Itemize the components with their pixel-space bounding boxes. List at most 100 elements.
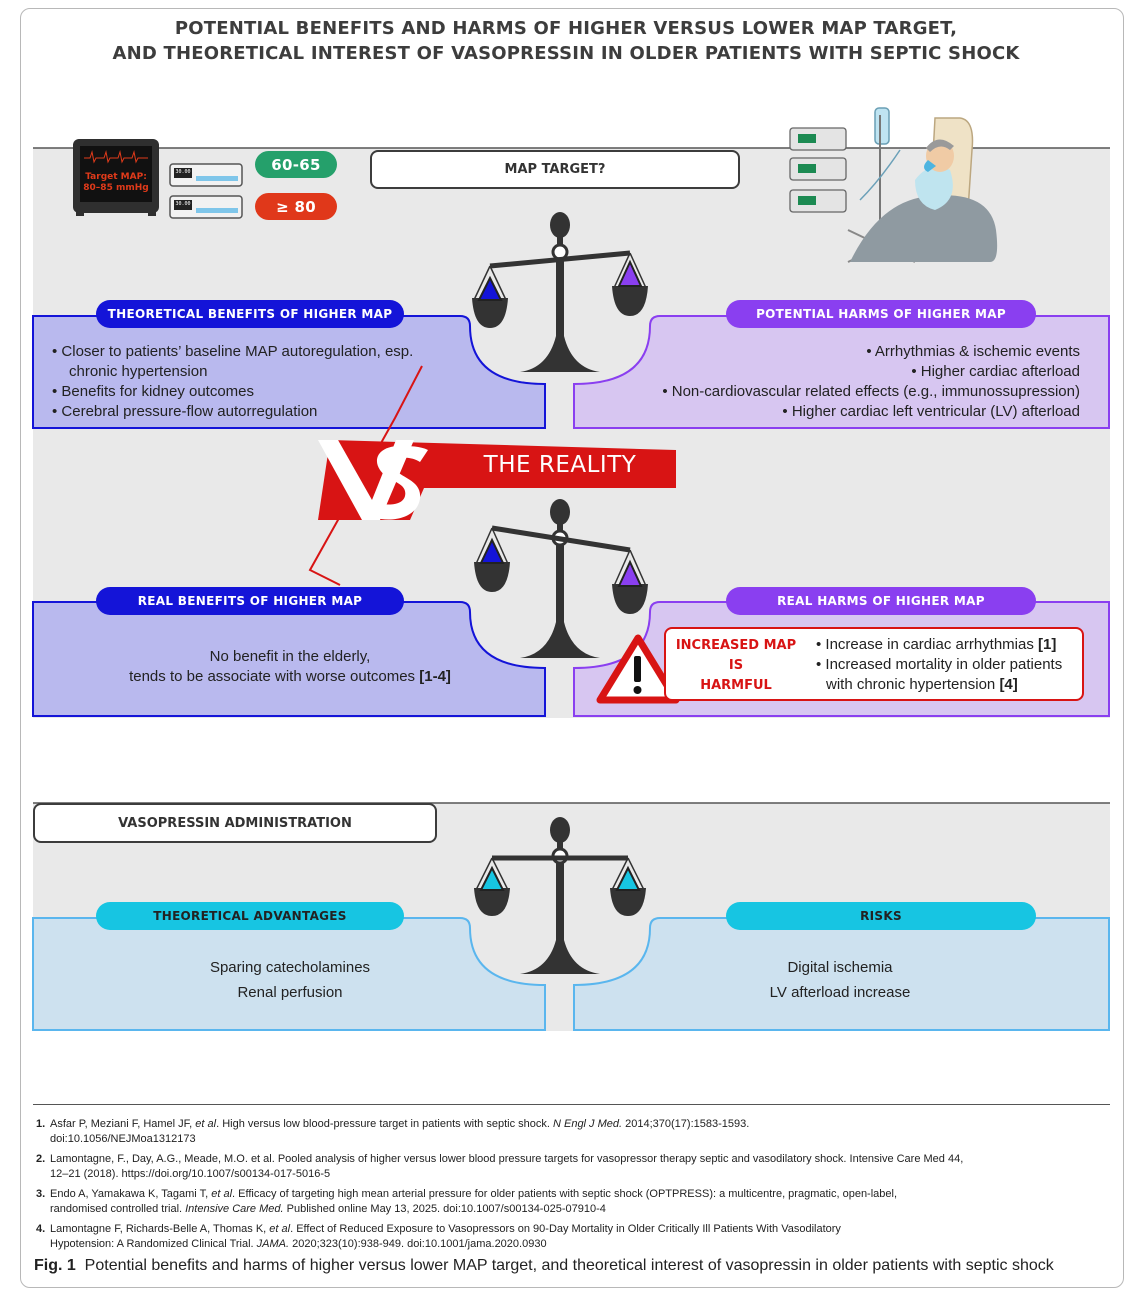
risks-header: RISKS [726, 902, 1036, 930]
harm-item-4: • Higher cardiac left ventricular (LV) a… [782, 403, 1080, 420]
risk-item-1: Digital ischemia [787, 959, 893, 976]
advantage-item-2: Renal perfusion [237, 984, 343, 1001]
potential-harms-list: • Arrhythmias & ischemic events • Higher… [600, 342, 1080, 422]
harm-item-2: • Higher cardiac afterload [911, 363, 1080, 380]
scale-tipped-reality [474, 499, 648, 658]
monitor-icon [73, 139, 159, 216]
title-line-1: POTENTIAL BENEFITS AND HARMS OF HIGHER V… [174, 18, 958, 39]
infusion-pumps-icon [169, 163, 243, 219]
warning-line-1: INCREASED MAP [675, 638, 797, 653]
target-high-badge: ≥ 80 [255, 193, 337, 220]
real-benefits-ref: [1-4] [419, 668, 451, 685]
harm-item-3-text: Non-cardiovascular related effects (e.g.… [671, 383, 1080, 400]
reference-4-journal: JAMA. [256, 1238, 290, 1250]
reference-2-doi: 12–21 (2018). https://doi.org/10.1007/s0… [50, 1168, 331, 1180]
reference-1-journal: N Engl J Med. [552, 1118, 623, 1130]
real-harms-header: REAL HARMS OF HIGHER MAP [726, 587, 1036, 615]
reference-1-authors: Asfar P, Meziani F, Hamel JF, [50, 1118, 196, 1130]
benefit-item-1: • Closer to patients’ baseline MAP autor… [52, 343, 414, 360]
harm-item-3: • Non-cardiovascular related effects (e.… [662, 383, 1080, 400]
reference-3: 3. Endo A, Yamakawa K, Tagami T, et al. … [36, 1187, 1096, 1217]
potential-harms-header: POTENTIAL HARMS OF HIGHER MAP [726, 300, 1036, 328]
target-low-badge: 60-65 [255, 151, 337, 178]
references: 1. Asfar P, Meziani F, Hamel JF, et al. … [36, 1117, 1096, 1257]
benefit-item-1-cont: chronic hypertension [52, 362, 452, 382]
real-harm-item-2-text: Increased mortality in older patients [825, 656, 1063, 673]
reference-4-number: 4. [36, 1223, 46, 1235]
pump-display-1: 30.00 [175, 169, 191, 175]
patient-bed-illustration [789, 107, 998, 263]
harm-item-4-text: Higher cardiac left ventricular (LV) aft… [791, 403, 1080, 420]
theoretical-benefits-list: • Closer to patients’ baseline MAP autor… [52, 342, 452, 422]
caption-text: Potential benefits and harms of higher v… [84, 1257, 1054, 1274]
reality-label: THE REALITY [483, 452, 637, 478]
reference-1-number: 1. [36, 1118, 46, 1130]
references-divider [33, 1104, 1110, 1105]
risks-list: Digital ischemia LV afterload increase [580, 955, 1100, 1005]
figure-title: POTENTIAL BENEFITS AND HARMS OF HIGHER V… [0, 16, 1132, 66]
benefit-item-3: • Cerebral pressure-flow autorregulation [52, 403, 318, 420]
advantage-item-1: Sparing catecholamines [209, 959, 371, 976]
warning-line-2: IS [728, 658, 744, 673]
reference-4: 4. Lamontagne F, Richards-Belle A, Thoma… [36, 1222, 1096, 1252]
warning-line-3: HARMFUL [700, 678, 772, 693]
reference-3-number: 3. [36, 1188, 46, 1200]
real-harm-item-2-ref: [4] [999, 676, 1018, 693]
benefit-item-3-text: Cerebral pressure-flow autorregulation [61, 403, 318, 420]
figure-caption: Fig. 1 Potential benefits and harms of h… [34, 1257, 1114, 1275]
caption-label: Fig. 1 [34, 1257, 76, 1274]
real-benefits-box [32, 601, 546, 717]
map-target-question: MAP TARGET? [370, 150, 740, 189]
real-harm-item-1: • Increase in cardiac arrhythmias [1] [816, 636, 1057, 653]
warning-text: INCREASED MAP IS HARMFUL [672, 636, 800, 696]
real-harms-warning-box [664, 627, 1084, 701]
reference-2-text: Lamontagne, F., Day, A.G., Meade, M.O. e… [50, 1153, 964, 1165]
reference-1-title: . High versus low blood-pressure target … [216, 1118, 553, 1130]
monitor-line-2: 80–85 mmHg [83, 183, 149, 193]
real-benefits-line-2: tends to be associate with worse outcome… [40, 667, 540, 687]
real-harm-item-1-text: Increase in cardiac arrhythmias [825, 636, 1034, 653]
potential-harms-box [573, 315, 1110, 429]
scale-vasopressin [474, 817, 646, 974]
reference-1-doi: doi:10.1056/NEJMoa1312173 [50, 1133, 196, 1145]
reference-4-title-cont: Hypotension: A Randomized Clinical Trial… [50, 1238, 257, 1250]
harm-item-1-text: Arrhythmias & ischemic events [874, 343, 1080, 360]
reference-3-authors: Endo A, Yamakawa K, Tagami T, [50, 1188, 212, 1200]
benefit-item-1-text: Closer to patients’ baseline MAP autoreg… [61, 343, 414, 360]
vasopressin-label: VASOPRESSIN ADMINISTRATION [33, 803, 437, 843]
reference-4-doi: 2020;323(10):938-949. doi:10.1001/jama.2… [289, 1238, 547, 1250]
harm-item-1: • Arrhythmias & ischemic events [866, 343, 1080, 360]
reference-4-authors: Lamontagne F, Richards-Belle A, Thomas K… [50, 1223, 270, 1235]
real-harms-list: • Increase in cardiac arrhythmias [1] • … [816, 635, 1082, 695]
monitor-line-1: Target MAP: [85, 172, 147, 182]
reference-3-journal: Intensive Care Med. [185, 1203, 284, 1215]
title-line-2: AND THEORETICAL INTEREST OF VASOPRESSIN … [112, 43, 1020, 64]
risks-box [573, 917, 1110, 1031]
real-benefits-header: REAL BENEFITS OF HIGHER MAP [96, 587, 404, 615]
real-harm-item-2-cont-text: with chronic hypertension [826, 676, 996, 693]
monitor-readout: Target MAP: 80–85 mmHg [80, 172, 152, 194]
reference-4-etal: et al [269, 1223, 291, 1235]
benefit-item-2-text: Benefits for kidney outcomes [61, 383, 255, 400]
advantages-list: Sparing catecholamines Renal perfusion [40, 955, 540, 1005]
reference-3-doi: Published online May 13, 2025. doi:10.10… [283, 1203, 606, 1215]
figure-frame [20, 8, 1124, 1288]
risk-item-2: LV afterload increase [769, 984, 911, 1001]
real-benefits-text: No benefit in the elderly, tends to be a… [40, 647, 540, 687]
real-harm-item-1-ref: [1] [1038, 636, 1057, 653]
reference-1: 1. Asfar P, Meziani F, Hamel JF, et al. … [36, 1117, 1096, 1147]
scale-balanced-top [472, 212, 648, 372]
reference-3-etal: et al [211, 1188, 233, 1200]
real-harm-item-2-cont: with chronic hypertension [4] [816, 675, 1082, 695]
reference-3-title-cont: randomised controlled trial. [50, 1203, 186, 1215]
benefit-item-1-cont-text: chronic hypertension [69, 363, 208, 380]
reference-3-title: . Efficacy of targeting high mean arteri… [232, 1188, 898, 1200]
real-harm-item-2: • Increased mortality in older patients [816, 656, 1063, 673]
real-benefits-line-2-text: tends to be associate with worse outcome… [129, 668, 416, 685]
reference-1-etal: et al [195, 1118, 217, 1130]
pump-display-2: 30.00 [175, 201, 191, 207]
real-benefits-line-1: No benefit in the elderly, [209, 648, 371, 665]
warning-triangle-icon [596, 634, 680, 704]
reference-2-number: 2. [36, 1153, 46, 1165]
harm-item-2-text: Higher cardiac afterload [920, 363, 1080, 380]
